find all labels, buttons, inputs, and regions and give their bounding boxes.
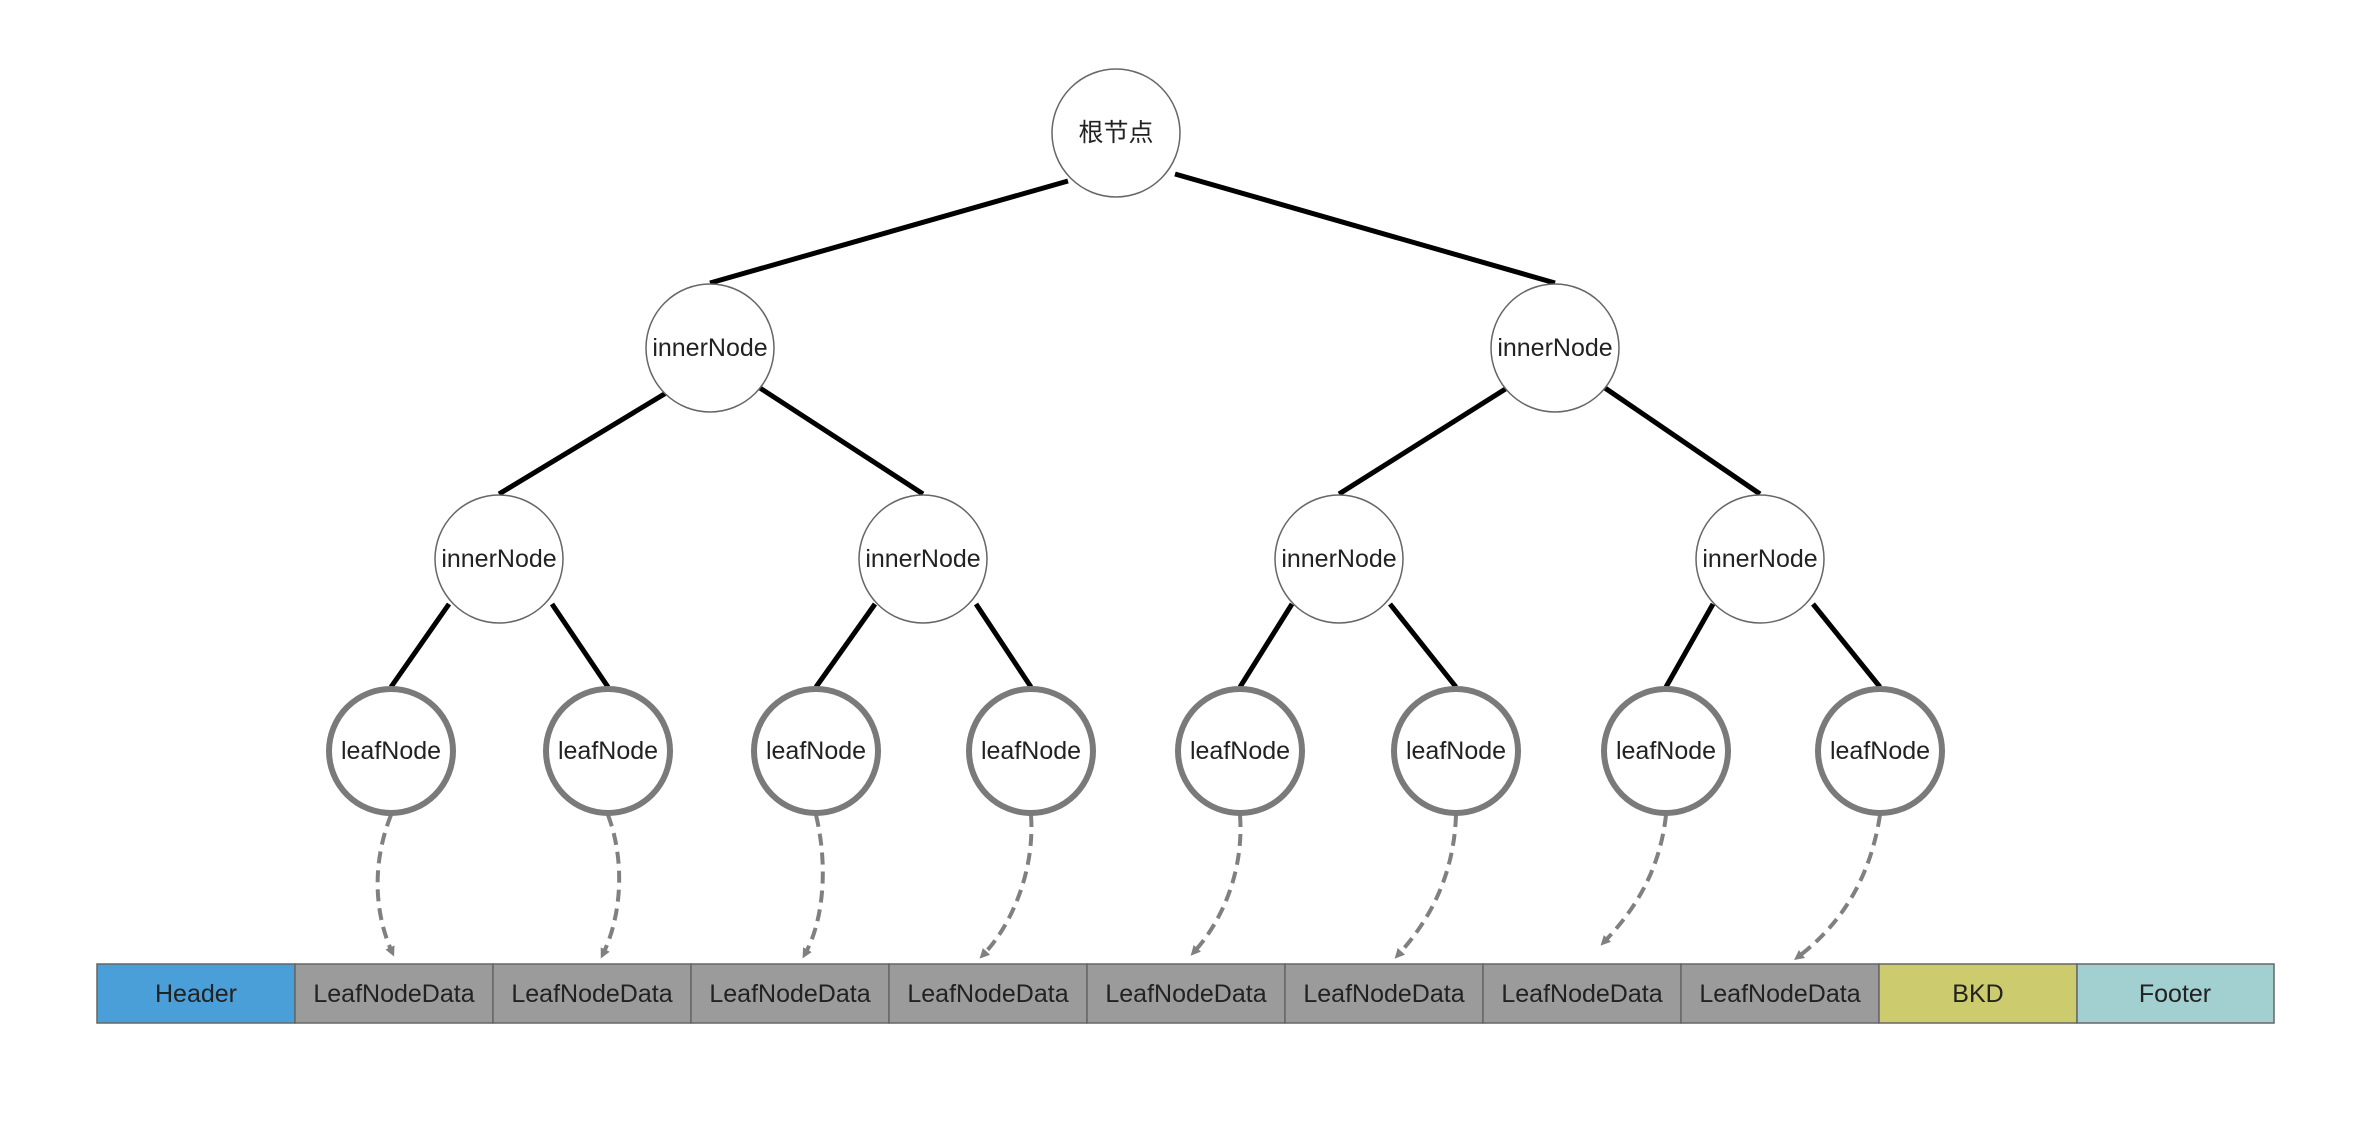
segment-header-block bbox=[96, 963, 296, 1024]
root-node: 根节点 bbox=[1051, 68, 1181, 198]
leaf-node-label: leafNode bbox=[1616, 737, 1716, 765]
inner-node: innerNode bbox=[1274, 494, 1404, 624]
edge-leaf-6 bbox=[1388, 602, 1458, 689]
pointer-arrow-8 bbox=[1794, 814, 1882, 961]
inner-node: innerNode bbox=[1695, 494, 1825, 624]
pointer-arrow-7 bbox=[1600, 814, 1668, 946]
segment-leaf-node-data-label: LeafNodeData bbox=[1303, 980, 1464, 1008]
inner-node: innerNode bbox=[434, 494, 564, 624]
edge-inner-right-b bbox=[1603, 385, 1762, 497]
segment-leaf-node-data: LeafNodeData bbox=[294, 963, 494, 1024]
edge-leaf-2 bbox=[549, 602, 611, 689]
root-node-label: 根节点 bbox=[1078, 119, 1153, 147]
leaf-node-label: leafNode bbox=[558, 737, 658, 765]
edge-inner-right-a bbox=[1337, 385, 1509, 497]
segment-leaf-node-data-label: LeafNodeData bbox=[313, 980, 474, 1008]
segment-leaf-node-data-label: LeafNodeData bbox=[1501, 980, 1662, 1008]
pointer-arrow-3 bbox=[802, 814, 825, 959]
segment-leaf-node-data: LeafNodeData bbox=[888, 963, 1088, 1024]
leaf-node: leafNode bbox=[751, 686, 881, 816]
edge-leaf-4 bbox=[973, 602, 1034, 689]
edge-inner-left-b bbox=[758, 385, 925, 497]
leaf-node: leafNode bbox=[326, 686, 456, 816]
leaf-node-label: leafNode bbox=[1190, 737, 1290, 765]
segment-footer: Footer bbox=[2076, 963, 2275, 1024]
segment-leaf-node-data-label: LeafNodeData bbox=[511, 980, 672, 1008]
segment-leaf-node-data: LeafNodeData bbox=[690, 963, 890, 1024]
leaf-node: leafNode bbox=[1391, 686, 1521, 816]
inner-node-label: innerNode bbox=[1702, 545, 1817, 573]
leaf-node-label: leafNode bbox=[1830, 737, 1930, 765]
segment-leaf-node-data: LeafNodeData bbox=[1086, 963, 1286, 1024]
segment-bkd: BKD bbox=[1878, 963, 2078, 1024]
segment-footer-block bbox=[2076, 963, 2275, 1024]
inner-node-label: innerNode bbox=[441, 545, 556, 573]
leaf-node-label: leafNode bbox=[981, 737, 1081, 765]
inner-node-label: innerNode bbox=[1281, 545, 1396, 573]
segment-header-label: Header bbox=[155, 980, 237, 1008]
segment-leaf-node-data-label: LeafNodeData bbox=[907, 980, 1068, 1008]
inner-node-label: innerNode bbox=[1497, 334, 1612, 362]
edge-leaf-5 bbox=[1237, 602, 1295, 689]
pointer-arrow-5 bbox=[1190, 814, 1243, 956]
segment-leaf-node-data-label: LeafNodeData bbox=[1699, 980, 1860, 1008]
edge-inner-left-a bbox=[497, 390, 668, 497]
edge-leaf-7 bbox=[1663, 602, 1716, 689]
pointer-arrow-2 bbox=[600, 814, 622, 959]
tree-edges bbox=[388, 171, 1882, 689]
edge-root-left bbox=[709, 178, 1069, 286]
inner-node-label: innerNode bbox=[652, 334, 767, 362]
leaf-node: leafNode bbox=[1815, 686, 1945, 816]
edge-leaf-8 bbox=[1811, 602, 1882, 689]
edge-root-right bbox=[1174, 171, 1556, 286]
edge-leaf-3 bbox=[813, 602, 878, 689]
leaf-node: leafNode bbox=[543, 686, 673, 816]
inner-node: innerNode bbox=[858, 494, 988, 624]
leaf-pointer-arrows bbox=[375, 814, 1882, 961]
segment-leaf-node-data: LeafNodeData bbox=[1284, 963, 1484, 1024]
pointer-arrow-4 bbox=[979, 814, 1034, 959]
pointer-arrow-1 bbox=[375, 814, 395, 957]
inner-node-label: innerNode bbox=[865, 545, 980, 573]
leaf-node: leafNode bbox=[1175, 686, 1305, 816]
segment-leaf-node-data: LeafNodeData bbox=[1680, 963, 1880, 1024]
segment-leaf-node-data: LeafNodeData bbox=[492, 963, 692, 1024]
pointer-arrow-6 bbox=[1394, 814, 1458, 959]
leaf-node-label: leafNode bbox=[766, 737, 866, 765]
leaf-node-label: leafNode bbox=[1406, 737, 1506, 765]
segment-leaf-node-data-label: LeafNodeData bbox=[1105, 980, 1266, 1008]
segment-leaf-node-data-label: LeafNodeData bbox=[709, 980, 870, 1008]
segment-header: Header bbox=[96, 963, 296, 1024]
segment-footer-label: Footer bbox=[2139, 980, 2211, 1008]
edge-leaf-1 bbox=[388, 602, 452, 689]
file-layout-bar: Header LeafNodeData LeafNodeData LeafNod… bbox=[96, 963, 2275, 1024]
leaf-node: leafNode bbox=[966, 686, 1096, 816]
leaf-node-label: leafNode bbox=[341, 737, 441, 765]
leaf-node: leafNode bbox=[1601, 686, 1731, 816]
segment-leaf-node-data: LeafNodeData bbox=[1482, 963, 1682, 1024]
segment-bkd-label: BKD bbox=[1952, 980, 2003, 1008]
inner-node: innerNode bbox=[1490, 283, 1620, 413]
inner-node: innerNode bbox=[645, 283, 775, 413]
